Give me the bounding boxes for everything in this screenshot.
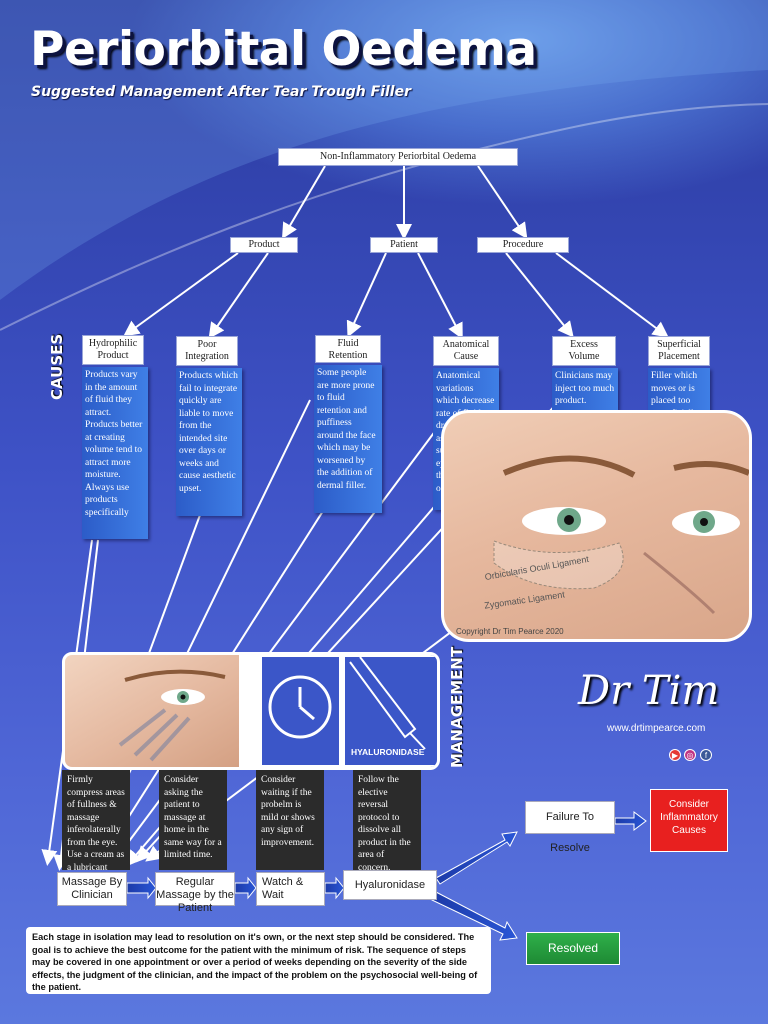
hyaluronidase-tile: HYALURONIDASE [343, 655, 437, 767]
failure-to-resolve: Failure To Resolve [525, 801, 615, 854]
causes-label: CAUSES [48, 333, 66, 400]
explanatory-note: Each stage in isolation may lead to reso… [26, 927, 491, 994]
management-panel: HYALURONIDASE [62, 652, 440, 770]
page-subtitle: Suggested Management After Tear Trough F… [31, 84, 412, 100]
cause-desc-hydrophilic: Products vary in the amount of fluid the… [82, 367, 148, 539]
management-desc-regular-massage: Consider asking the patient to massage a… [159, 770, 227, 870]
step-regular-massage: Regular Massage by the Patient [155, 872, 235, 914]
management-desc-hyaluronidase: Follow the elective reversal protocol to… [353, 770, 421, 873]
massage-photo [65, 655, 239, 767]
cause-desc-poor-integration: Products which fail to integrate quickly… [176, 368, 242, 516]
facebook-icon[interactable]: f [700, 749, 712, 761]
management-label: MANAGEMENT [448, 646, 466, 768]
eye-illustration [493, 455, 749, 615]
step-massage-clinician: Massage By Clinician [57, 872, 127, 906]
consider-inflammatory-box: Consider Inflammatory Causes [650, 789, 728, 852]
cause-desc-fluid-retention: Some people are more prone to fluid rete… [314, 365, 382, 513]
eye-photo: Orbicularis Oculi Ligament Zygomatic Lig… [441, 410, 752, 642]
cause-desc-excess-volume: Clinicians may inject too much product. [552, 368, 618, 410]
category-product: Product [230, 237, 298, 253]
management-desc-massage: Firmly compress areas of fullness & mass… [62, 770, 130, 873]
cause-title-fluid-retention: Fluid Retention [315, 335, 381, 363]
step-hyaluronidase: Hyaluronidase [343, 870, 437, 900]
clock-icon [268, 675, 332, 739]
youtube-icon[interactable]: ▶ [669, 749, 681, 761]
cause-title-anatomical: Anatomical Cause [433, 336, 499, 366]
watch-wait-tile [260, 655, 341, 767]
step-watch-wait: Watch & Wait [256, 872, 325, 906]
category-patient: Patient [370, 237, 438, 253]
massage-illustration [118, 669, 226, 762]
dr-tim-logo: Dr Tim [578, 668, 720, 714]
page-title: Periorbital Oedema [30, 22, 537, 77]
cause-title-poor-integration: Poor Integration [176, 336, 238, 366]
syringe-icon [349, 656, 426, 750]
category-procedure: Procedure [477, 237, 569, 253]
root-node: Non-Inflammatory Periorbital Oedema [278, 148, 518, 166]
website-link[interactable]: www.drtimpearce.com [607, 723, 706, 734]
copyright-text: Copyright Dr Tim Pearce 2020 [456, 627, 564, 636]
cause-title-excess-volume: Excess Volume [552, 336, 616, 366]
cause-title-hydrophilic: Hydrophilic Product [82, 335, 144, 365]
resolved-box: Resolved [526, 932, 620, 965]
hyaluronidase-icon-label: HYALURONIDASE [351, 747, 425, 757]
instagram-icon[interactable]: ◎ [684, 749, 696, 761]
management-desc-watch-wait: Consider waiting if the probelm is mild … [256, 770, 324, 870]
cause-title-superficial: Superficial Placement [648, 336, 710, 366]
